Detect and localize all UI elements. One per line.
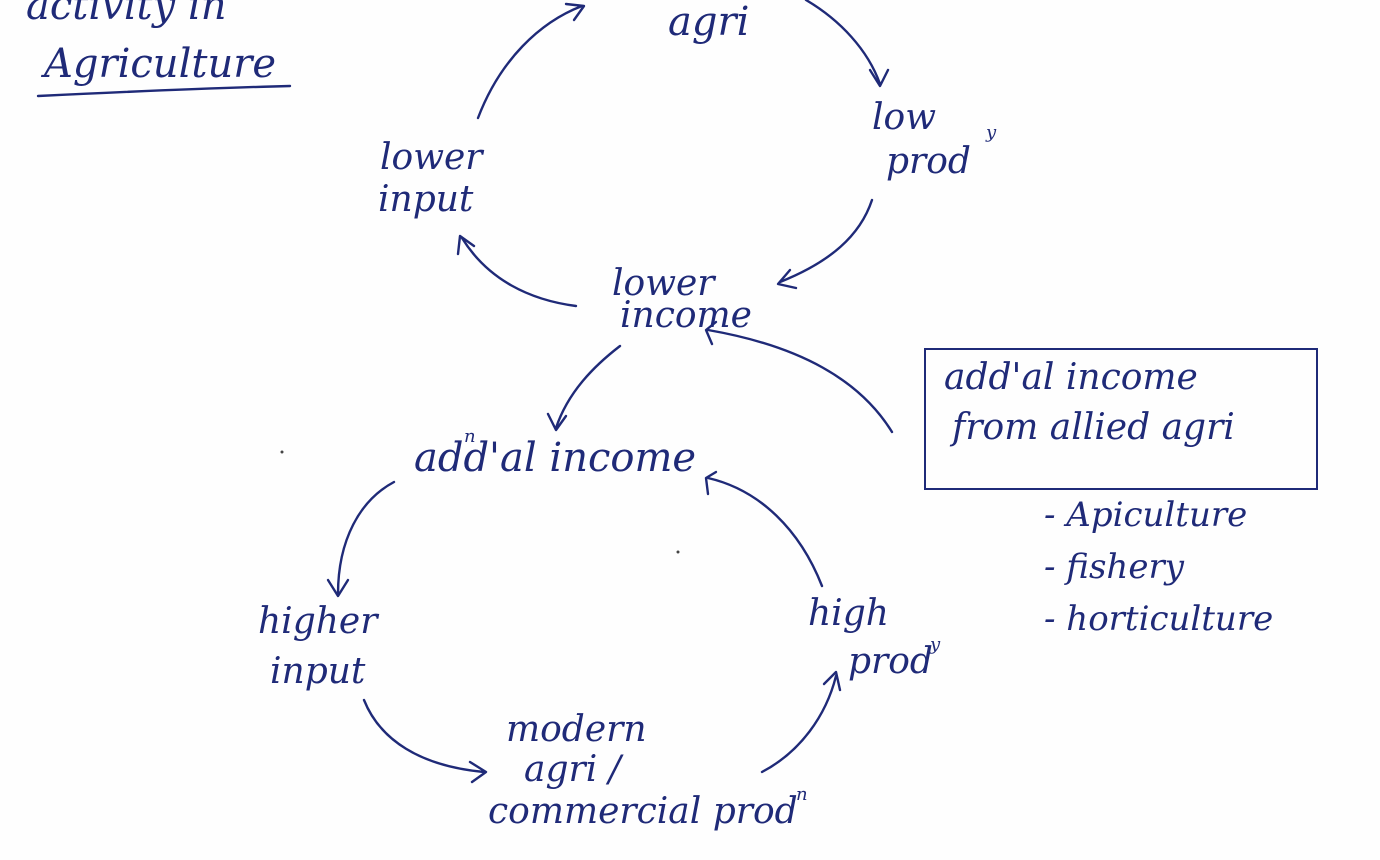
- arrow-lower-income-to-lower-input: [460, 236, 578, 308]
- arrow-low-prod-to-lower-income: [778, 198, 874, 284]
- node-high-prod-line2: prod: [848, 641, 933, 682]
- node-higher-input-line1: higher: [258, 601, 378, 642]
- node-low-prod-line1: low: [872, 97, 937, 138]
- arrow-allied-to-lower-income: [706, 328, 894, 434]
- arrow-agri-to-low-prod: [804, 0, 882, 86]
- node-lower-input-line1: lower: [380, 137, 483, 178]
- arrowhead-lower-input: [456, 234, 476, 256]
- arrowhead-high-prod: [822, 670, 842, 692]
- node-modern-agri-line2: agri /: [524, 749, 621, 790]
- node-higher-input-line2: input: [270, 651, 366, 692]
- arrowhead-lower-income-right: [776, 268, 798, 290]
- arrow-lower-input-to-agri: [476, 4, 584, 120]
- node-modern-agri-line3: commercial prod: [488, 791, 798, 832]
- node-lower-income-line1: lower: [612, 263, 715, 304]
- node-modern-agri-sup: n: [796, 784, 808, 805]
- allied-box-line2: from allied agri: [952, 407, 1235, 448]
- arrowhead-modern-agri: [468, 760, 488, 784]
- title-underline: [36, 84, 292, 98]
- node-high-prod-sup: y: [930, 634, 941, 655]
- node-addal-income: add'al income: [414, 435, 697, 481]
- node-lower-input-line2: input: [378, 179, 474, 220]
- arrow-addal-income-to-higher-input: [336, 480, 396, 596]
- arrowhead-higher-input: [326, 578, 350, 598]
- node-agri: agri: [668, 0, 750, 45]
- allied-activities-list: - Apiculture - fishery - horticulture: [1044, 498, 1273, 654]
- arrow-modern-agri-to-high-prod: [760, 674, 838, 774]
- arrow-lower-income-to-addal-income: [554, 344, 622, 430]
- arrow-higher-input-to-modern-agri: [362, 698, 486, 774]
- arrowhead-agri-in: [564, 2, 586, 22]
- node-low-prod-line2: prod: [886, 141, 971, 182]
- node-high-prod-line1: high: [808, 593, 889, 634]
- allied-income-box: [924, 348, 1318, 490]
- node-modern-agri-line1: modern: [506, 709, 647, 750]
- arrowhead-addal-income-right: [704, 470, 718, 496]
- arrowhead-lower-income-bottom: [704, 320, 718, 346]
- node-lower-income-line2: income: [620, 295, 752, 336]
- title-line-2: Agriculture: [44, 41, 276, 87]
- arrow-high-prod-to-addal-income: [706, 476, 824, 588]
- arrowhead-low-prod: [868, 68, 890, 88]
- list-item: - Apiculture: [1044, 495, 1248, 535]
- arrowhead-addal-income-top: [546, 412, 568, 432]
- list-item: - horticulture: [1044, 599, 1274, 639]
- node-low-prod-sup: y: [986, 122, 997, 143]
- allied-box-line1: add'al income: [944, 357, 1198, 398]
- node-addal-income-sup: n: [464, 426, 476, 447]
- list-item: - fishery: [1044, 547, 1184, 587]
- title-line-1: activity in: [26, 0, 227, 29]
